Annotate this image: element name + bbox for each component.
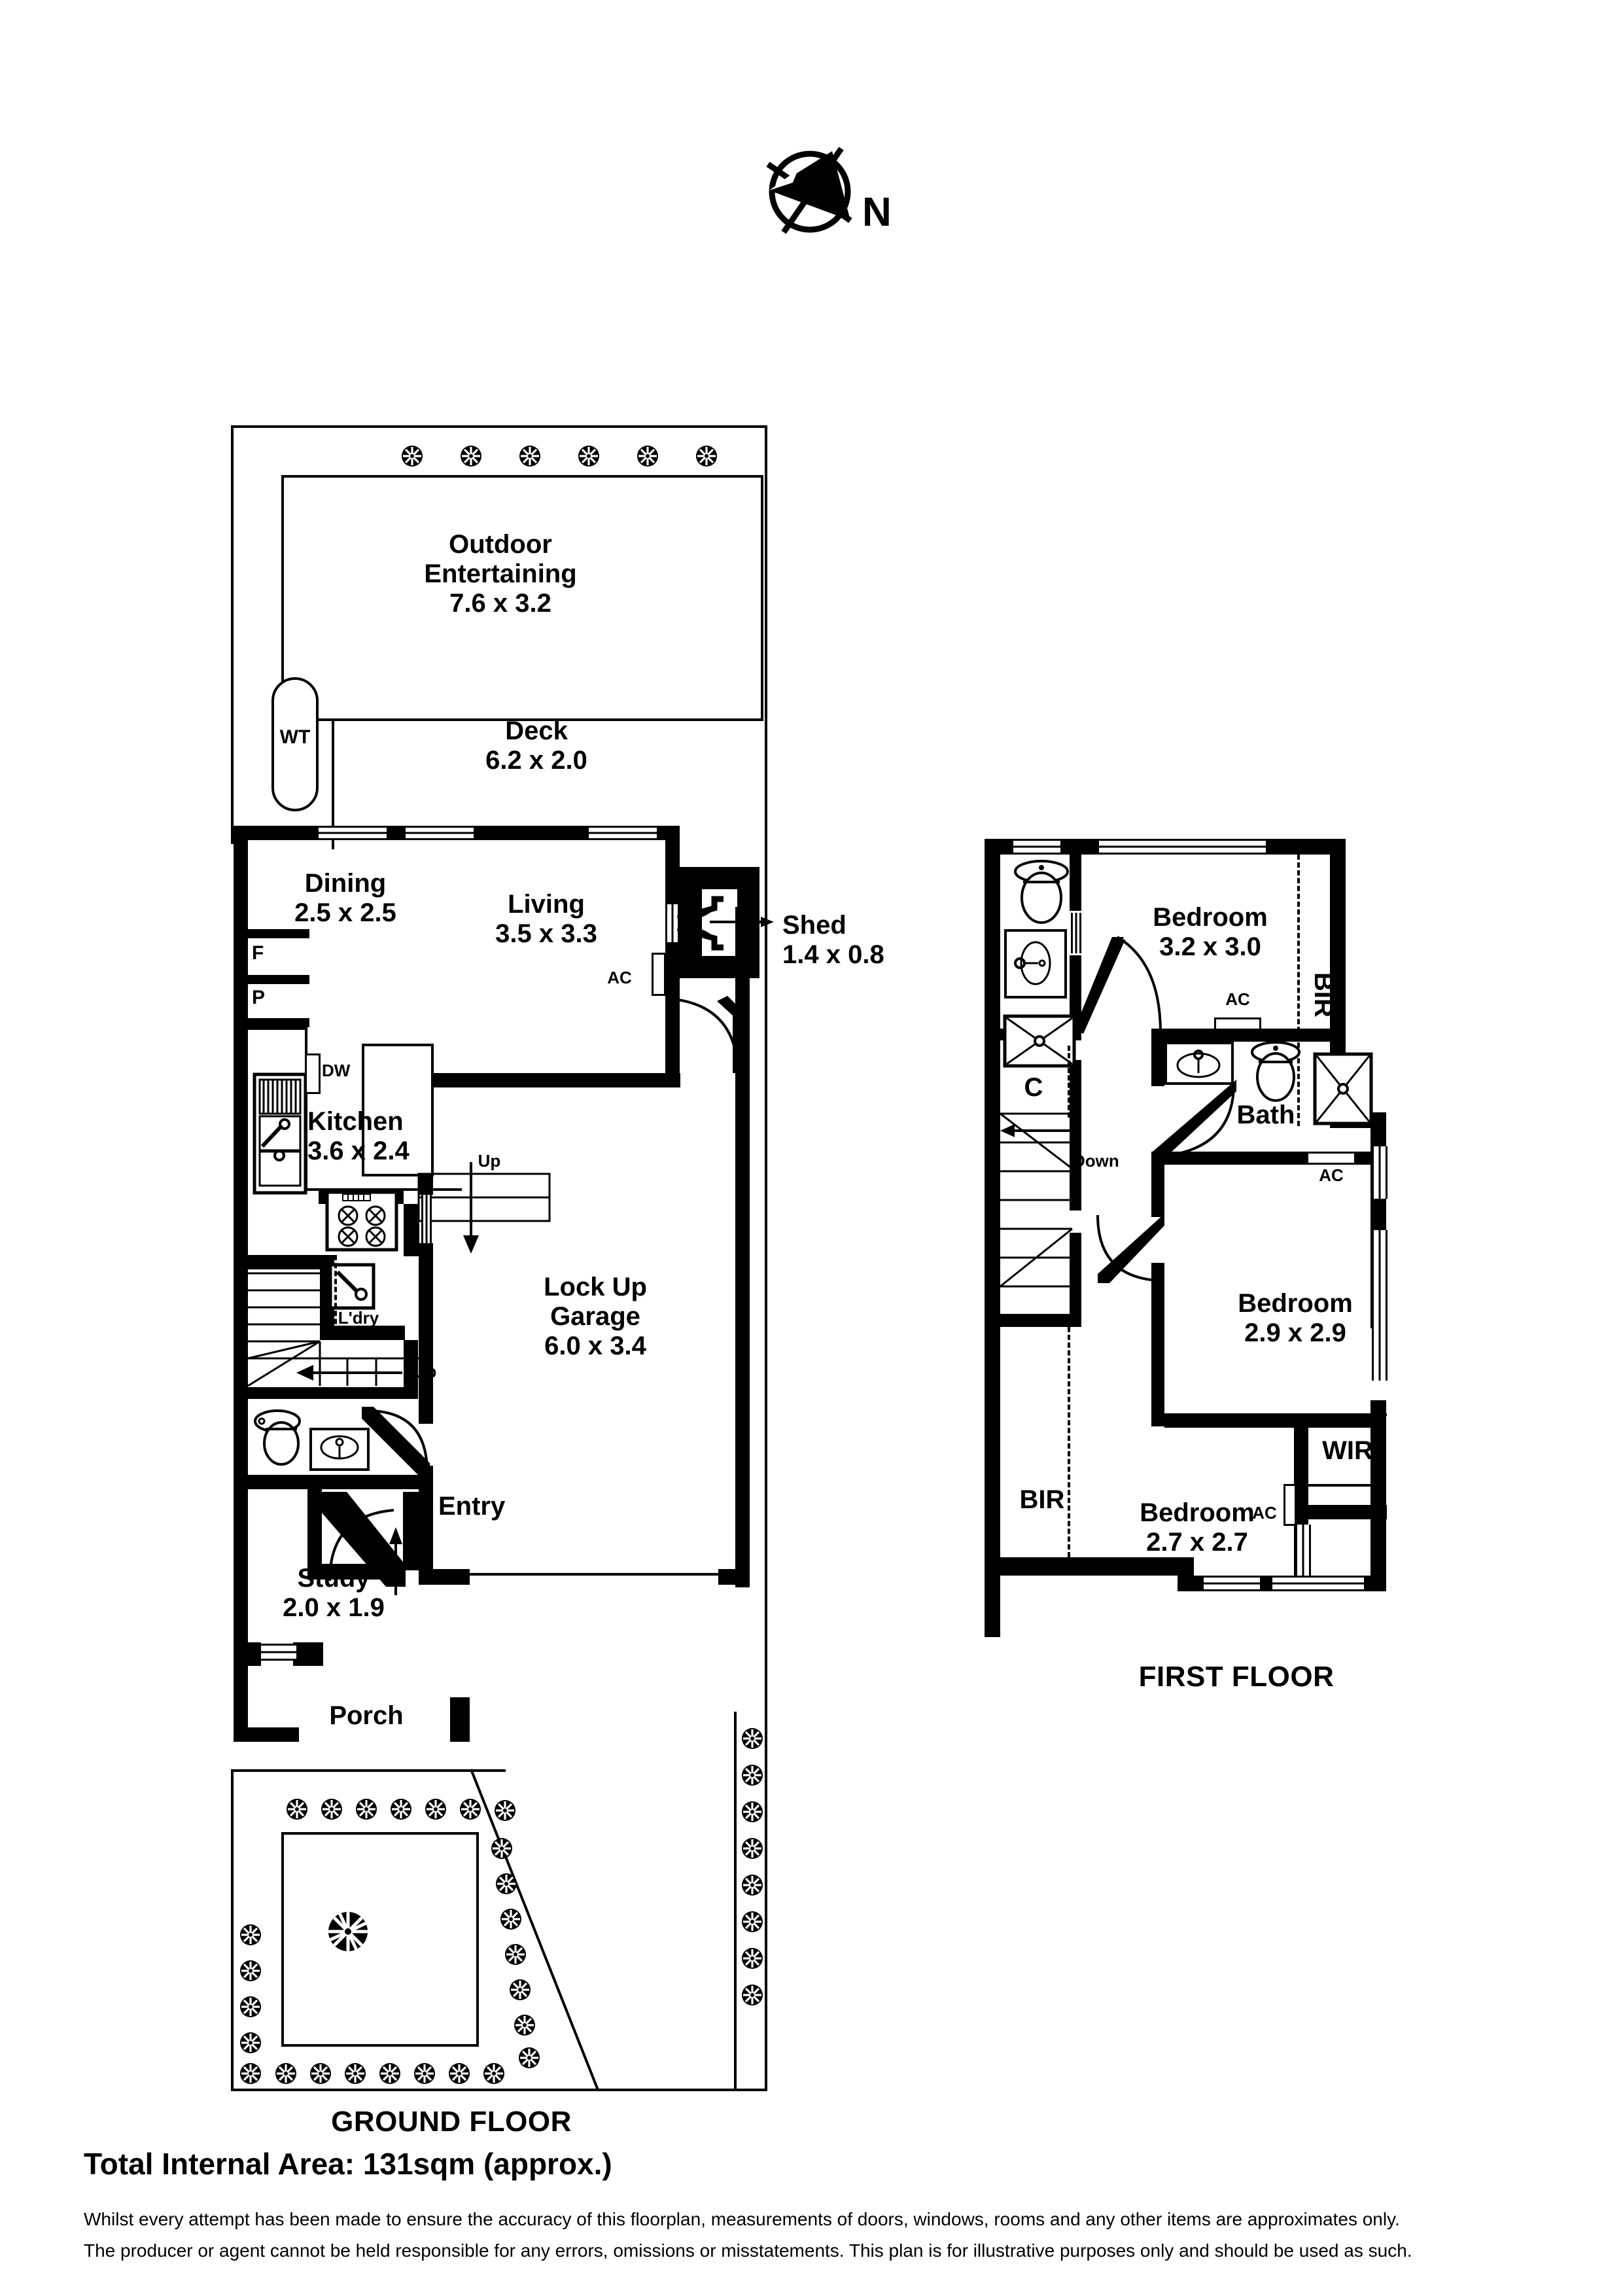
garage-label: Lock Up Garage 6.0 x 3.4 bbox=[544, 1273, 647, 1360]
toilet-ensuite-icon bbox=[1007, 857, 1079, 929]
dishwasher-icon bbox=[305, 1053, 321, 1094]
fridge-label: F bbox=[252, 942, 264, 964]
cupboard-label: C bbox=[1024, 1073, 1043, 1102]
staircase-first-icon bbox=[1000, 1112, 1073, 1322]
bath-label: Bath bbox=[1236, 1101, 1295, 1129]
staircase-ground-icon bbox=[247, 1269, 419, 1387]
bedroom1-label: Bedroom 3.2 x 3.0 bbox=[1153, 903, 1268, 961]
shed-label: Shed 1.4 x 0.8 bbox=[782, 911, 884, 969]
ensuite-door-icon bbox=[1075, 936, 1163, 1035]
total-area-text: Total Internal Area: 131sqm (approx.) bbox=[84, 2147, 612, 2181]
entry-label: Entry bbox=[438, 1492, 506, 1521]
laundry-trough-icon bbox=[328, 1263, 375, 1310]
laundry-door-dash bbox=[334, 1255, 337, 1340]
cupboard-dash bbox=[1068, 1046, 1070, 1118]
entry-door-icon bbox=[321, 1505, 406, 1583]
bir-bottom-dash bbox=[1068, 1327, 1070, 1557]
down-label: Down bbox=[1073, 1151, 1119, 1171]
compass-north-label: N bbox=[862, 190, 892, 235]
deck-label: Deck 6.2 x 2.0 bbox=[485, 716, 587, 775]
shower-ensuite-icon bbox=[1003, 1014, 1076, 1068]
bedroom3-east-window bbox=[1295, 1525, 1311, 1576]
wir-label: WIR bbox=[1322, 1436, 1373, 1465]
ac-unit-bedroom1-icon bbox=[1214, 1017, 1261, 1031]
water-tank-label: WT bbox=[279, 726, 311, 748]
toilet-ground-icon bbox=[251, 1405, 314, 1468]
pantry-label: P bbox=[252, 987, 266, 1008]
ac-unit-living-icon bbox=[652, 953, 666, 996]
ac-bedroom1-label: AC bbox=[1225, 989, 1250, 1009]
toilet-bath-icon bbox=[1244, 1039, 1310, 1107]
shower-bath-icon bbox=[1313, 1052, 1373, 1125]
entry-direction-arrow-icon bbox=[386, 1525, 406, 1597]
ground-floor-title: GROUND FLOOR bbox=[331, 2106, 572, 2138]
bedroom2-door-icon bbox=[1096, 1214, 1168, 1286]
study-label: Study 2.0 x 1.9 bbox=[283, 1564, 385, 1622]
shed-leader-icon bbox=[710, 915, 782, 929]
bedroom3-window-a bbox=[1204, 1576, 1260, 1591]
water-tank-icon bbox=[271, 677, 319, 811]
shed-door-icon bbox=[674, 885, 759, 962]
cooktop-icon bbox=[325, 1190, 398, 1252]
front-tree-icon bbox=[327, 1911, 369, 1952]
ac-unit-bedroom3-icon bbox=[1283, 1484, 1297, 1526]
disclaimer-line-2: The producer or agent cannot be held res… bbox=[84, 2240, 1412, 2261]
ensuite-side-window bbox=[1071, 913, 1081, 953]
bath-east-window bbox=[1372, 1146, 1387, 1199]
basin-bath-icon bbox=[1164, 1042, 1234, 1085]
garage-west-window bbox=[421, 1195, 432, 1243]
kitchen-label: Kitchen 3.6 x 2.4 bbox=[307, 1107, 410, 1165]
living-label: Living 3.5 x 3.3 bbox=[495, 890, 597, 948]
bedroom2-east-window bbox=[1372, 1230, 1387, 1381]
stair-from-kitchen-icon bbox=[417, 1162, 551, 1258]
first-floor-title: FIRST FLOOR bbox=[1138, 1661, 1335, 1693]
ac-bath-label: AC bbox=[1319, 1165, 1344, 1185]
outdoor-entertaining-label: Outdoor Entertaining 7.6 x 3.2 bbox=[424, 530, 577, 618]
porch-label: Porch bbox=[329, 1701, 404, 1730]
bedroom2-label: Bedroom 2.9 x 2.9 bbox=[1238, 1289, 1353, 1347]
disclaimer-line-1: Whilst every attempt has been made to en… bbox=[84, 2209, 1400, 2229]
ac-unit-bath-icon bbox=[1306, 1152, 1356, 1165]
living-east-window bbox=[665, 904, 680, 942]
powder-door-icon bbox=[362, 1407, 431, 1476]
basin-ground-icon bbox=[309, 1428, 370, 1471]
basin-ensuite-icon bbox=[1004, 929, 1067, 998]
bir-top-dash bbox=[1297, 855, 1300, 1126]
bedroom3-label: Bedroom 2.7 x 2.7 bbox=[1140, 1498, 1255, 1557]
laundry-label: L'dry bbox=[338, 1308, 379, 1328]
up-kitchen-label: Up bbox=[478, 1151, 501, 1171]
dishwasher-label: DW bbox=[322, 1061, 351, 1080]
dining-label: Dining 2.5 x 2.5 bbox=[294, 869, 396, 927]
living-garage-door-icon bbox=[665, 995, 743, 1078]
compass-rose-icon bbox=[759, 141, 870, 252]
wir-dash bbox=[1307, 1413, 1387, 1416]
kitchen-sink-icon bbox=[253, 1072, 307, 1195]
bir-bottom-label: BIR bbox=[1019, 1485, 1065, 1514]
ensuite-window bbox=[1013, 839, 1060, 855]
bir-top-label: BIR bbox=[1308, 972, 1338, 1017]
ac-living-label: AC bbox=[607, 968, 632, 987]
study-window bbox=[261, 1644, 296, 1661]
kitchen-island-icon bbox=[362, 1044, 434, 1176]
up-stairs-label: Up bbox=[413, 1362, 437, 1381]
ac-bedroom3-label: AC bbox=[1252, 1503, 1277, 1523]
bedroom3-window-b bbox=[1272, 1576, 1364, 1591]
bath-door-icon bbox=[1153, 1080, 1238, 1165]
bedroom1-window bbox=[1099, 839, 1266, 855]
